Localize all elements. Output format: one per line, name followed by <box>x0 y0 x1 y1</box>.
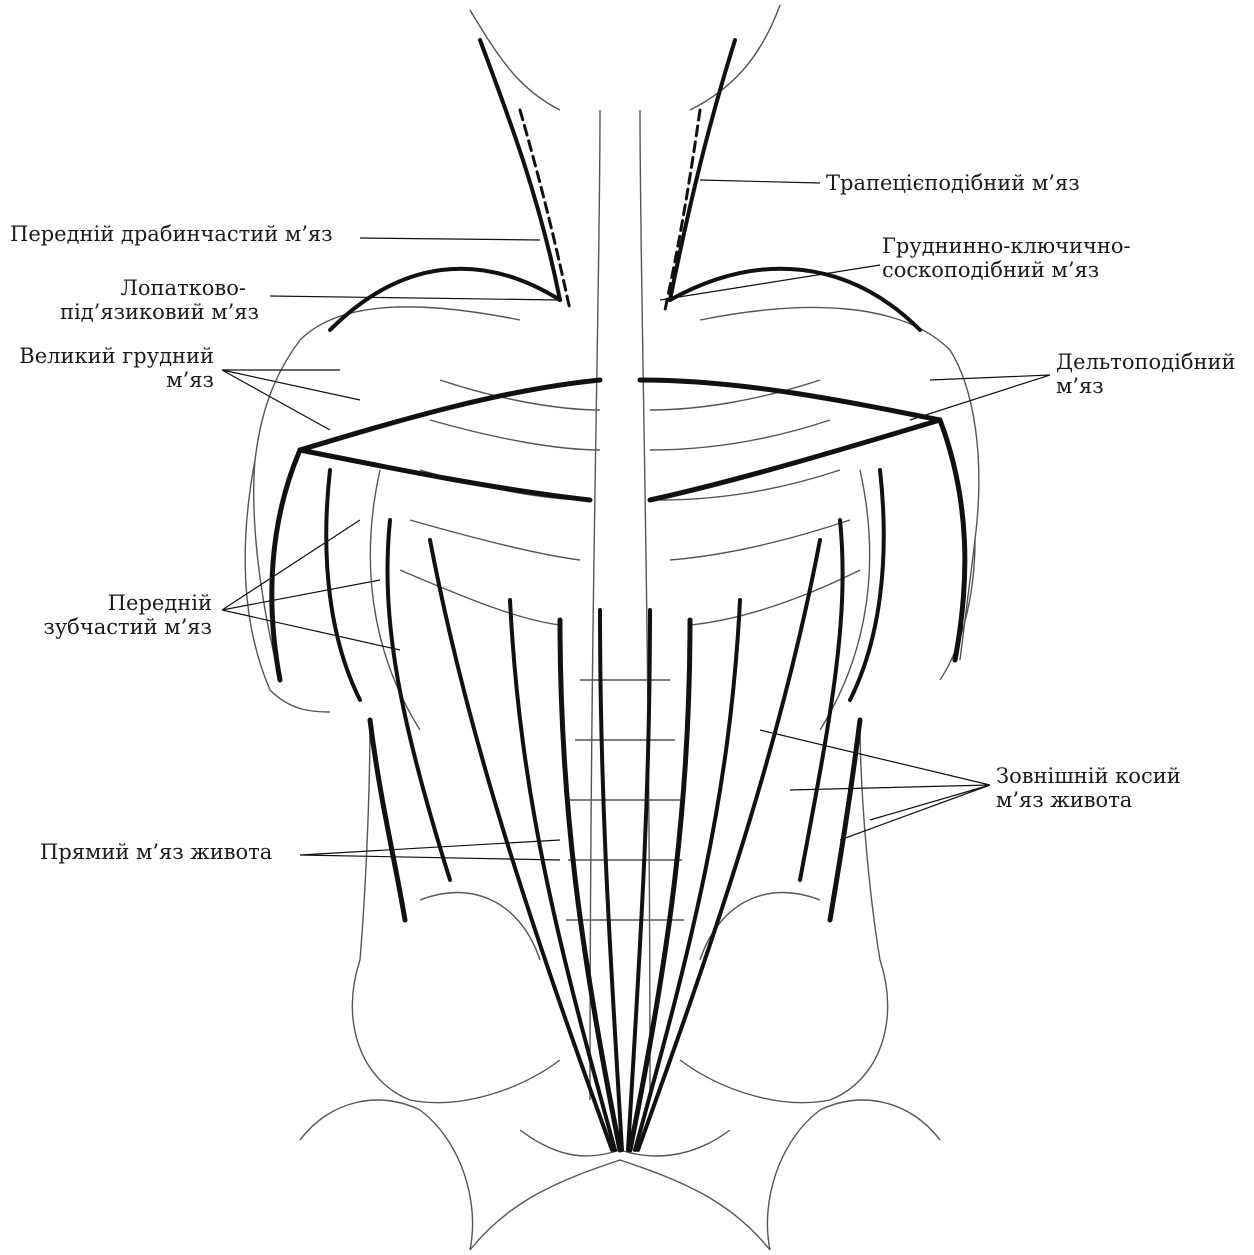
label-serratus-line-2: зубчастий м’яз <box>30 615 212 639</box>
leader-lines <box>222 180 1050 860</box>
label-omohyoid-line-2: під’язиковий м’яз <box>60 300 246 324</box>
label-serratus-anterior: Передній зубчастий м’яз <box>30 591 212 639</box>
label-serratus-line-1: Передній <box>30 591 212 615</box>
leader-pectoralis <box>222 370 360 430</box>
label-deltoid-line-2: м’яз <box>1056 374 1235 398</box>
label-omohyoid-line-1: Лопатково- <box>60 276 246 300</box>
muscle-lines <box>272 40 965 1150</box>
label-sternocleidomastoid: Груднинно-ключично- соскоподібний м’яз <box>882 234 1131 282</box>
label-pectoralis-line-2: м’яз <box>6 368 214 392</box>
label-omohyoid: Лопатково- під’язиковий м’яз <box>60 276 246 324</box>
label-scm-line-2: соскоподібний м’яз <box>882 258 1131 282</box>
label-scm-line-1: Груднинно-ключично- <box>882 234 1131 258</box>
label-trapezius-line: Трапецієподібний м’яз <box>826 171 1080 195</box>
leader-deltoid <box>910 375 1050 420</box>
leader-rectus <box>300 840 560 860</box>
label-oblique-line-1: Зовнішній косий <box>996 764 1181 788</box>
label-scalene-anterior: Передній драбинчастий м’яз <box>10 222 333 246</box>
leader-trapezius <box>700 180 820 183</box>
label-pectoralis-line-1: Великий грудний <box>6 344 214 368</box>
leader-serratus <box>222 520 400 650</box>
label-rectus-abdominis: Прямий м’яз живота <box>40 840 272 864</box>
leader-external-oblique <box>760 730 990 840</box>
label-trapezius: Трапецієподібний м’яз <box>826 171 1080 195</box>
label-oblique-line-2: м’яз живота <box>996 788 1181 812</box>
leader-scalene <box>360 238 540 240</box>
label-deltoid-line-1: Дельтоподібний <box>1056 350 1235 374</box>
leader-omohyoid <box>270 296 560 300</box>
label-deltoid: Дельтоподібний м’яз <box>1056 350 1235 398</box>
label-pectoralis-major: Великий грудний м’яз <box>6 344 214 392</box>
label-scalene-line: Передній драбинчастий м’яз <box>10 222 333 246</box>
label-rectus-line: Прямий м’яз живота <box>40 840 272 864</box>
label-external-oblique: Зовнішній косий м’яз живота <box>996 764 1181 812</box>
